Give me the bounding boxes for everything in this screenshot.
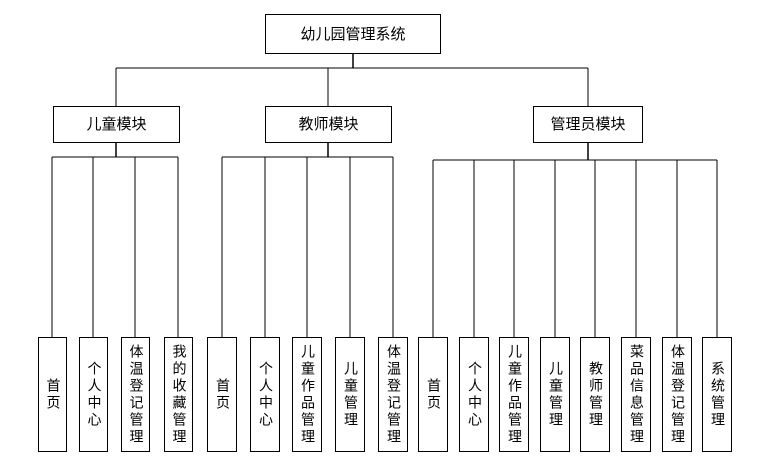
leaf-admin-system: 系统管理 — [702, 337, 732, 452]
leaf-child-favorites: 我的收藏管理 — [164, 337, 193, 452]
leaf-admin-artwork: 儿童作品管理 — [499, 337, 529, 452]
leaf-teacher-profile: 个人中心 — [250, 337, 280, 452]
module-label: 管理员模块 — [550, 115, 626, 133]
leaf-admin-home: 首页 — [418, 337, 448, 452]
leaf-child-temperature: 体温登记管理 — [121, 337, 150, 452]
module-label: 教师模块 — [298, 115, 359, 133]
module-child: 儿童模块 — [53, 106, 180, 143]
module-teacher: 教师模块 — [265, 106, 392, 143]
module-admin: 管理员模块 — [533, 106, 643, 143]
leaf-teacher-artwork: 儿童作品管理 — [292, 337, 322, 452]
leaf-teacher-children: 儿童管理 — [335, 337, 365, 452]
leaf-admin-teachers: 教师管理 — [580, 337, 610, 452]
leaf-admin-children: 儿童管理 — [540, 337, 570, 452]
leaf-child-profile: 个人中心 — [79, 337, 108, 452]
leaf-admin-temperature: 体温登记管理 — [662, 337, 692, 452]
leaf-child-home: 首页 — [38, 337, 67, 452]
leaf-admin-profile: 个人中心 — [459, 337, 489, 452]
root-label: 幼儿园管理系统 — [300, 24, 406, 43]
module-label: 儿童模块 — [86, 115, 147, 133]
leaf-teacher-home: 首页 — [207, 337, 237, 452]
leaf-teacher-temperature: 体温登记管理 — [378, 337, 408, 452]
leaf-admin-dishes: 菜品信息管理 — [621, 337, 651, 452]
root-node: 幼儿园管理系统 — [265, 14, 441, 54]
